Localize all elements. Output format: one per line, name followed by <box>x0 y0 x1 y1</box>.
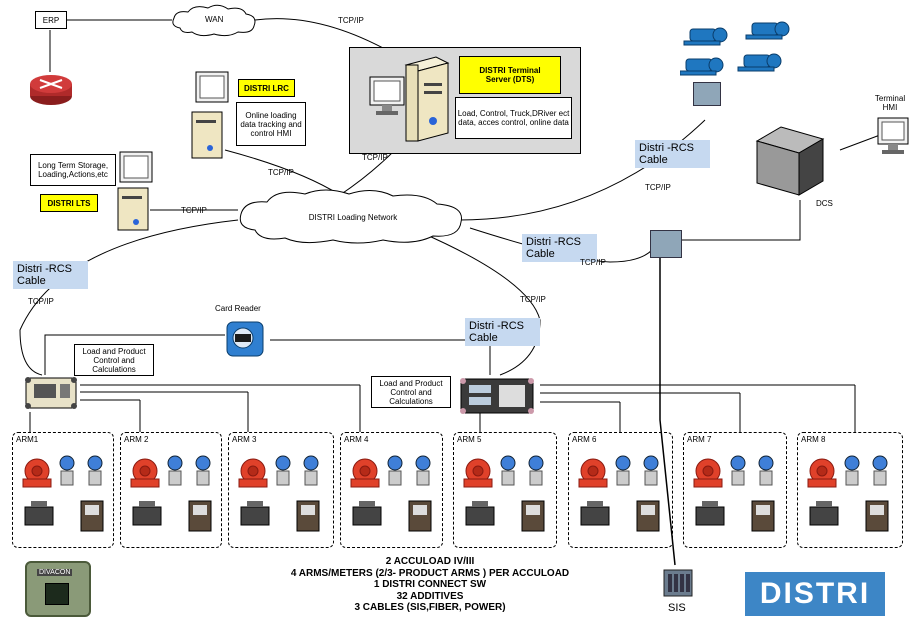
tcpip-label-dts: TCP/IP <box>362 153 388 162</box>
arm-box: ARM 6 <box>568 432 673 548</box>
tcpip-label-center: TCP/IP <box>580 258 606 267</box>
arm-box: ARM 4 <box>340 432 443 548</box>
arm-label: ARM 2 <box>124 435 149 444</box>
dts-server-icon <box>402 55 450 150</box>
sis-device-icon <box>662 566 694 605</box>
loading-network-label: DISTRI Loading Network <box>308 213 398 222</box>
arm-equipment-icon <box>578 455 660 532</box>
arm-label: ARM 7 <box>687 435 712 444</box>
arm-equipment-icon <box>350 455 432 532</box>
arm-label: ARM1 <box>16 435 39 444</box>
divacon-device-icon: DIVACON <box>25 561 91 617</box>
arm-box: ARM1 <box>12 432 114 548</box>
summary-line: 2 ACCULOAD IV/III <box>385 556 475 567</box>
accuload-left-icon[interactable] <box>22 374 80 417</box>
tcpip-label-wan: TCP/IP <box>338 16 364 25</box>
lts-description: Long Term Storage, Loading,Actions,etc <box>30 154 116 186</box>
tcpip-label-pump: TCP/IP <box>645 183 671 192</box>
tcpip-label-left: TCP/IP <box>28 297 54 306</box>
arm-label: ARM 5 <box>457 435 482 444</box>
card-reader-icon[interactable] <box>223 320 267 363</box>
arm-equipment-icon <box>807 455 889 532</box>
pump-group-icon <box>679 15 800 90</box>
arm-box: ARM 3 <box>228 432 334 548</box>
rcs-cable-label-left: Distri -RCS Cable <box>13 261 88 289</box>
dts-title: DISTRI Terminal Server (DTS) <box>459 56 561 94</box>
rcs-cable-label-top-right: Distri -RCS Cable <box>635 140 710 168</box>
load-control-box-right: Load and Product Control and Calculation… <box>371 376 451 408</box>
lrc-title: DISTRI LRC <box>238 79 295 97</box>
summary-line: 4 ARMS/METERS (2/3- PRODUCT ARMS ) PER A… <box>290 567 570 579</box>
arm-equipment-icon <box>130 455 212 532</box>
sis-label: SIS <box>668 602 686 614</box>
distri-logo: DISTRI <box>745 572 885 616</box>
load-control-box-left: Load and Product Control and Calculation… <box>74 344 154 376</box>
tcpip-label-lower: TCP/IP <box>520 295 546 304</box>
lts-computer-icon <box>110 150 156 237</box>
lrc-computer-icon <box>190 70 236 165</box>
summary-line: 32 ADDITIVES <box>396 590 464 602</box>
tcpip-label-lrc: TCP/IP <box>268 168 294 177</box>
dts-description: Load, Control, Truck,DRiver ect data, ac… <box>455 97 572 139</box>
lts-title: DISTRI LTS <box>40 194 98 212</box>
arm-box: ARM 8 <box>797 432 903 548</box>
wan-label: WAN <box>205 15 224 24</box>
pump-switch-icon <box>693 82 721 106</box>
router-icon <box>28 68 74 113</box>
summary-line: 1 DISTRI CONNECT SW <box>373 579 487 590</box>
card-reader-label: Card Reader <box>215 304 261 313</box>
erp-box: ERP <box>35 11 67 29</box>
summary-line: 3 CABLES (SIS,FIBER, POWER) <box>354 602 506 613</box>
arm-equipment-icon <box>693 455 775 532</box>
arm-box: ARM 2 <box>120 432 222 548</box>
arm-label: ARM 4 <box>344 435 369 444</box>
arm-equipment-icon <box>22 455 104 532</box>
rcs-cable-label-center: Distri -RCS Cable <box>522 234 597 262</box>
dts-monitor-icon <box>368 75 408 128</box>
arm-box: ARM 7 <box>683 432 787 548</box>
arm-equipment-icon <box>463 455 545 532</box>
divacon-badge-text: DIVACON <box>37 569 73 576</box>
dcs-cabinet-icon <box>755 125 825 202</box>
arm-equipment-icon <box>238 455 320 532</box>
lrc-description: Online loading data tracking and control… <box>236 102 306 146</box>
arm-label: ARM 3 <box>232 435 257 444</box>
tcpip-label-lts: TCP/IP <box>181 206 207 215</box>
terminal-hmi-monitor-icon <box>876 116 910 161</box>
terminal-hmi-label: Terminal HMI <box>874 94 906 112</box>
loading-network-cloud-icon <box>233 188 473 251</box>
accuload-right-icon[interactable] <box>457 375 537 422</box>
network-switch-icon <box>650 230 682 258</box>
arm-label: ARM 8 <box>801 435 826 444</box>
arm-box: ARM 5 <box>453 432 557 548</box>
summary-text: 2 ACCULOAD IV/III 4 ARMS/METERS (2/3- PR… <box>225 556 635 614</box>
dcs-label: DCS <box>816 199 833 208</box>
rcs-cable-label-lower: Distri -RCS Cable <box>465 318 540 346</box>
wan-cloud-icon <box>168 4 260 43</box>
arm-label: ARM 6 <box>572 435 597 444</box>
